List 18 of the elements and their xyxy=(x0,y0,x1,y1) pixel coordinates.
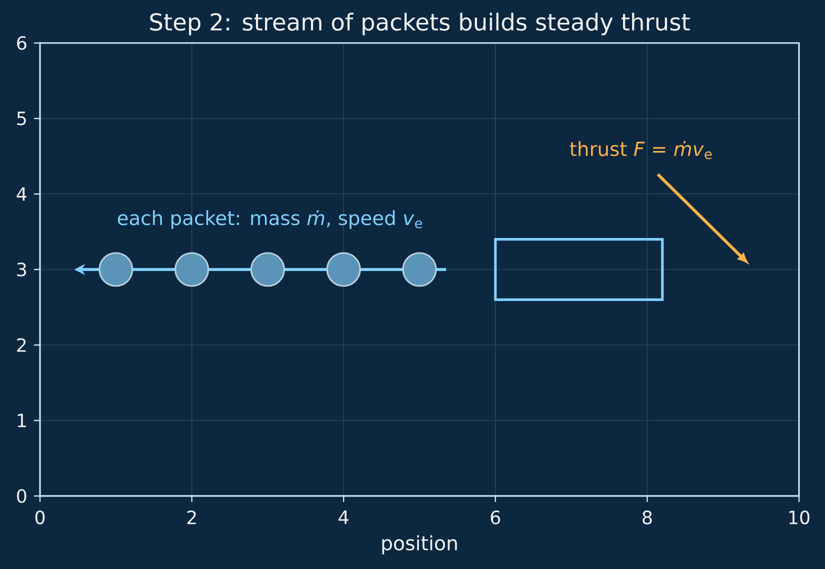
x-axis-title: position xyxy=(382,535,457,554)
x-tick-label: 6 xyxy=(490,510,500,524)
y-tick-label: 6 xyxy=(17,36,26,50)
y-tick-label: 3 xyxy=(17,262,26,276)
x-tick-label: 8 xyxy=(642,510,652,524)
y-tick-label: 1 xyxy=(18,414,26,428)
y-tick-label: 0 xyxy=(17,489,26,503)
annotation-text: each packet: mass ṁ, speed v$_{e}$ xyxy=(118,210,422,230)
y-tick-label: 2 xyxy=(17,338,26,352)
x-tick-label: 10 xyxy=(789,510,810,524)
rectangle xyxy=(494,238,664,301)
title: Step 2: stream of packets builds steady thrust xyxy=(150,12,690,36)
y-tick-label: 5 xyxy=(17,112,26,126)
x-tick-label: 2 xyxy=(187,510,196,524)
x-tick-label: 4 xyxy=(338,510,348,524)
x-tick-label: 0 xyxy=(35,510,45,524)
y-tick-label: 4 xyxy=(16,187,26,201)
annotation-text: thrust F = ṁv$_{e}$ xyxy=(570,141,712,160)
